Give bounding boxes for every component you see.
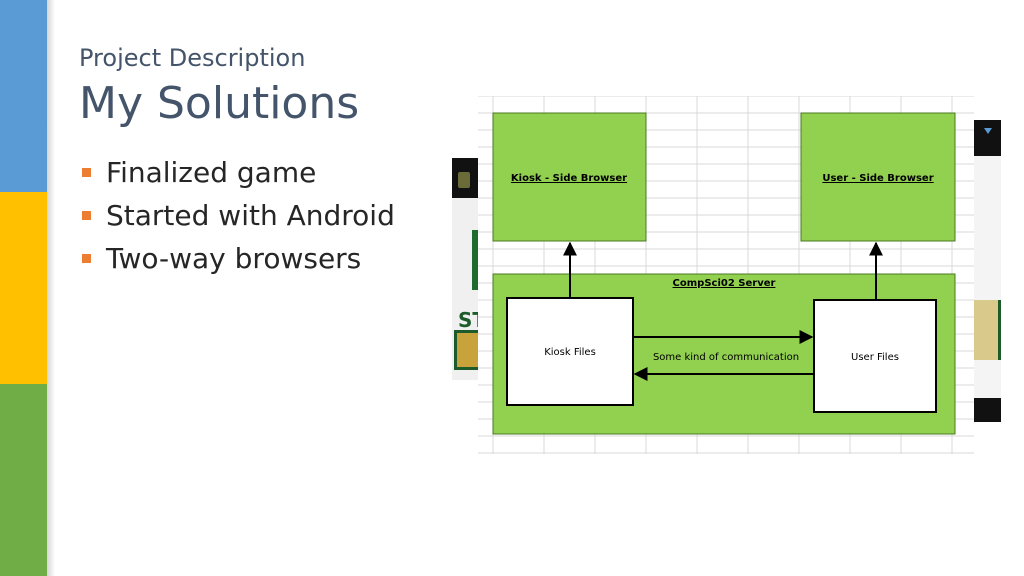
bullet-marker-icon <box>82 211 91 220</box>
accent-stripe-yellow <box>0 192 47 384</box>
screenshot-bottom-bar <box>972 398 1001 422</box>
screenshot-green-block <box>472 230 482 290</box>
kiosk-browser-label: Kiosk - Side Browser <box>511 173 627 184</box>
communication-label: Some kind of communication <box>653 352 799 363</box>
app-icon <box>458 172 470 188</box>
slide-subtitle: Project Description <box>79 44 306 72</box>
bullet-item: Two-way browsers <box>82 239 395 282</box>
kiosk-files-label: Kiosk Files <box>544 347 596 358</box>
dropdown-triangle-icon <box>984 128 992 134</box>
kiosk-files-box <box>506 297 634 406</box>
user-files-box <box>813 299 937 413</box>
bullet-item: Started with Android <box>82 196 395 239</box>
user-files-label: User Files <box>851 352 899 363</box>
kiosk-browser-box <box>492 112 647 242</box>
screenshot-toolbar <box>972 120 1001 156</box>
user-browser-label: User - Side Browser <box>822 173 933 184</box>
bullet-marker-icon <box>82 254 91 263</box>
bullet-text: Started with Android <box>106 199 395 232</box>
user-browser-box <box>800 112 956 242</box>
bullet-marker-icon <box>82 168 91 177</box>
accent-stripe-blue <box>0 0 47 192</box>
server-label: CompSci02 Server <box>673 278 776 289</box>
bullet-list: Finalized game Started with Android Two-… <box>82 153 395 282</box>
college-logo-icon <box>972 300 1001 360</box>
accent-stripe-green <box>0 384 47 576</box>
bullet-item: Finalized game <box>82 153 395 196</box>
background-screenshot-right <box>972 120 1001 422</box>
architecture-diagram: Kiosk - Side Browser User - Side Browser… <box>478 96 974 454</box>
slide-title: My Solutions <box>79 78 360 129</box>
bullet-text: Finalized game <box>106 156 317 189</box>
bullet-text: Two-way browsers <box>106 242 362 275</box>
stripe-shadow <box>47 0 55 576</box>
